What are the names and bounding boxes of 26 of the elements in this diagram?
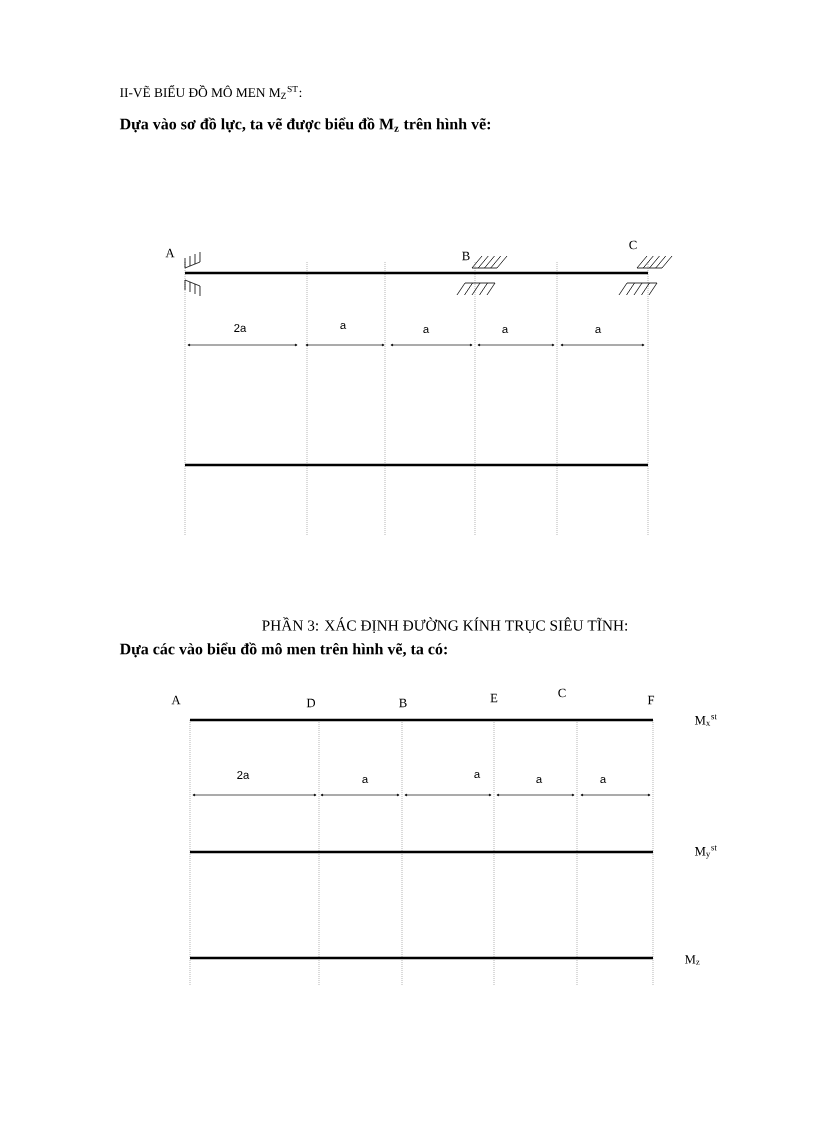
- point-label: C: [629, 240, 637, 250]
- dimension-label: 2a: [237, 771, 250, 779]
- dimension-label: a: [536, 776, 543, 784]
- moment-label: M$_{x}$st: [694, 714, 717, 726]
- point-label: C: [558, 688, 566, 698]
- heading-text: PHẦN 3: XÁC ĐỊNH ĐƯỜNG KÍNH TRỤC SIÊU TĨNH:: [262, 616, 628, 634]
- dimension-label: a: [423, 326, 430, 334]
- point-label: F: [647, 695, 655, 705]
- point-label: B: [462, 251, 470, 261]
- heading-text: II-VẼ BIỂU ĐỒ MÔ MEN M$_{Z}$$^{ST}$:: [120, 85, 302, 99]
- point-label: E: [490, 693, 498, 703]
- dimension-label: a: [362, 776, 369, 784]
- dimension-label: a: [600, 776, 607, 784]
- dimension-label: 2a: [234, 324, 247, 332]
- point-label: A: [171, 695, 181, 705]
- point-label: B: [399, 698, 407, 708]
- moment-label: M$_{y}$st: [694, 845, 717, 859]
- body-text: Dựa các vào biểu đồ mô men trên hình vẽ, ta có:: [119, 642, 447, 658]
- dimension-label: a: [474, 771, 481, 779]
- dimension-label: a: [595, 326, 602, 334]
- point-label: A: [165, 248, 175, 258]
- dimension-label: a: [340, 322, 347, 330]
- body-text: Dựa vào sơ đồ lực, ta vẽ được biểu đồ M$_{z}$ trên hình vẽ:: [119, 117, 491, 133]
- dimension-label: a: [502, 326, 509, 334]
- point-label: D: [306, 698, 316, 708]
- moment-label: M$_{z}$: [684, 955, 700, 965]
